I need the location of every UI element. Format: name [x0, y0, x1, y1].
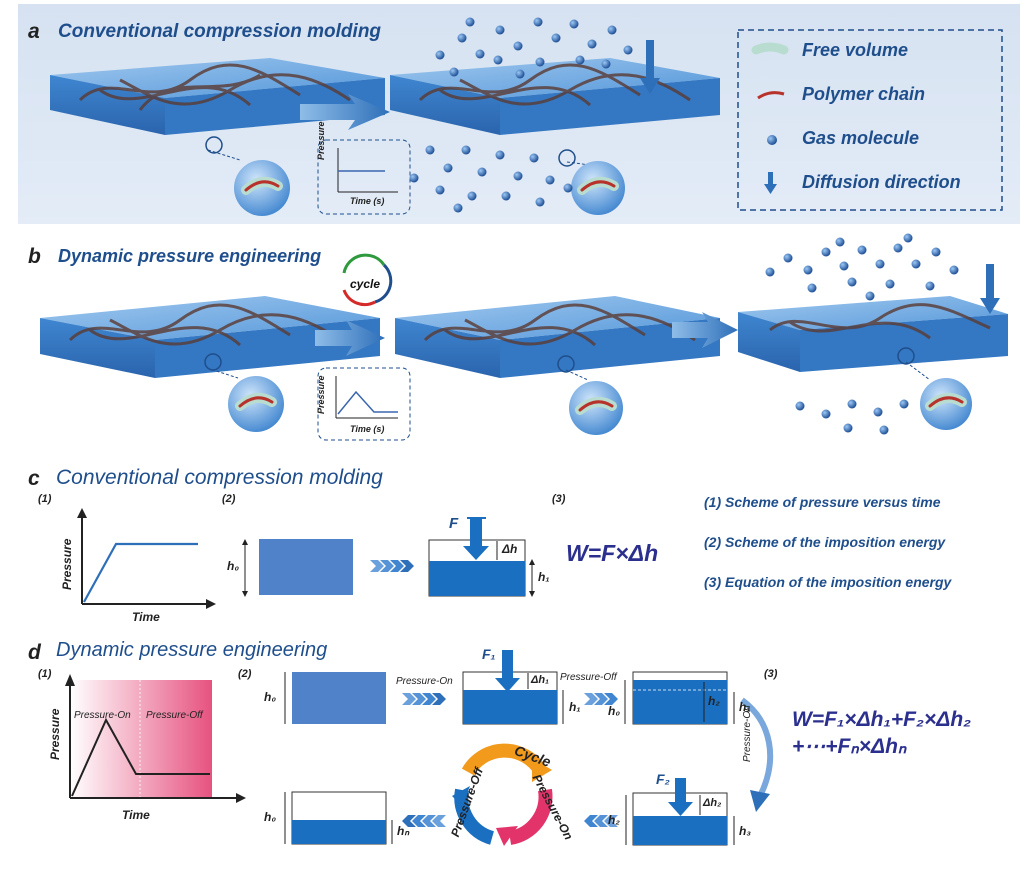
panel-d-sub3: (3): [764, 668, 778, 680]
process-arrow-b1: [315, 320, 385, 356]
panel-c-title: Conventional compression molding: [56, 466, 383, 489]
polymer-slab-1: [50, 58, 385, 154]
cycle-icon: [342, 253, 393, 307]
arrow-d2-pressure-off: Pressure-Off: [560, 672, 617, 683]
block-c-dh: Δh: [502, 542, 518, 556]
note-c-3: (3) Equation of the imposition energy: [704, 574, 952, 590]
plot-d-pressure-off: Pressure-Off: [146, 710, 203, 721]
free-volume-zoom-2: [566, 161, 625, 215]
block-d-step2-h0: h₀: [608, 704, 621, 718]
panel-a-title: Conventional compression molding: [58, 21, 382, 42]
chevron-arrows-d1: [402, 693, 446, 705]
legend-free-volume: Free volume: [802, 40, 909, 60]
free-volume-zoom-3: [206, 367, 284, 432]
panel-d-title: Dynamic pressure engineering: [56, 639, 328, 661]
block-d-step3-h3: h₃: [739, 824, 751, 838]
legend-box: [737, 29, 1003, 211]
block-d-f2: F₂: [656, 771, 670, 787]
plot-d-y-label: Pressure: [48, 708, 62, 760]
gas-molecules-a: [409, 17, 633, 213]
equation-c: W=F×Δh: [566, 540, 659, 566]
block-d-step1: [462, 650, 564, 725]
equation-d-line1: W=F₁×Δh₁+F₂×Δh₂: [792, 708, 972, 731]
plot-d-pressure-on: Pressure-On: [74, 710, 131, 721]
free-volume-zoom-5: [905, 361, 972, 430]
chevron-arrows-c: [370, 560, 414, 572]
pressure-time-plot-c: [77, 508, 216, 609]
chevron-arrows-d2: [584, 693, 618, 705]
block-d-step2: [624, 671, 735, 725]
block-c-force: F: [449, 515, 459, 532]
curved-arrow-pressure-on: Pressure-On: [742, 705, 753, 762]
plot-c-x-label: Time: [132, 610, 160, 624]
process-arrow-b2: [672, 312, 738, 348]
block-d-f1: F₁: [482, 646, 496, 662]
cycle-label: cycle: [350, 277, 381, 291]
legend-polymer-chain: Polymer chain: [802, 84, 926, 104]
pressure-time-inset-b: [317, 367, 411, 441]
chevron-arrows-d4: [402, 815, 446, 827]
arrow-d1-pressure-on: Pressure-On: [396, 676, 453, 687]
process-arrow-a1: [300, 94, 390, 130]
panel-d-sub1: (1): [38, 668, 52, 680]
note-c-2: (2) Scheme of the imposition energy: [704, 534, 946, 550]
pressure-time-plot-d: [65, 674, 246, 803]
pressure-time-inset-a: [317, 139, 411, 215]
block-d-dh2: Δh₂: [703, 797, 722, 809]
cycle-wheel: [452, 743, 553, 846]
diffusion-arrow-b: [980, 264, 1000, 314]
block-d-final-h0: h₀: [264, 810, 277, 824]
polymer-slab-5: [738, 296, 1008, 372]
block-c-h1: h₁: [538, 570, 550, 584]
block-d-initial: [284, 672, 386, 724]
polymer-slab-2: [390, 58, 720, 167]
inset-b-x-label: Time (s): [350, 424, 385, 434]
panel-c-sub3: (3): [552, 493, 566, 505]
block-d-final: [284, 791, 393, 845]
block-d-step2-h1: h₁: [739, 700, 751, 714]
plot-c-y-label: Pressure: [60, 538, 74, 590]
plot-d-x-label: Time: [122, 808, 150, 822]
inset-a-y-label: Pressure: [316, 121, 326, 160]
block-c-h0: h₀: [227, 559, 240, 573]
panel-c-sub1: (1): [38, 493, 52, 505]
panel-c-sub2: (2): [222, 493, 236, 505]
panel-d-sub2: (2): [238, 668, 252, 680]
panel-c-letter: c: [28, 467, 40, 490]
block-d-final-hn: hₙ: [397, 824, 410, 838]
block-c-initial: [242, 539, 353, 597]
free-volume-zoom-1: [207, 149, 290, 216]
free-volume-zoom-4: [565, 369, 623, 435]
gas-molecules-b: [765, 233, 959, 435]
panel-b-title: Dynamic pressure engineering: [58, 246, 322, 266]
equation-d-line2: +⋯+Fₙ×Δhₙ: [792, 735, 907, 758]
block-d-initial-h0: h₀: [264, 690, 277, 704]
polymer-slab-4: [395, 296, 720, 378]
legend-diffusion-direction: Diffusion direction: [802, 172, 961, 192]
panel-a-letter: a: [28, 20, 40, 43]
note-c-1: (1) Scheme of pressure versus time: [704, 494, 941, 510]
block-d-step3: [625, 778, 735, 846]
block-c-compressed: [428, 517, 535, 597]
block-d-step2-h2: h₂: [708, 694, 720, 708]
chevron-arrows-d3: [584, 815, 618, 827]
panel-b-letter: b: [28, 245, 41, 268]
diffusion-arrow-a: [640, 40, 660, 94]
legend-gas-molecule: Gas molecule: [802, 128, 920, 148]
panel-d-letter: d: [28, 641, 41, 664]
pressure-on-curved-arrow: [740, 697, 774, 812]
block-d-dh1: Δh₁: [531, 674, 549, 686]
inset-b-y-label: Pressure: [316, 375, 326, 414]
block-d-step1-h1: h₁: [569, 700, 581, 714]
block-d-step3-h2: h₂: [608, 813, 620, 827]
inset-a-x-label: Time (s): [350, 196, 385, 206]
